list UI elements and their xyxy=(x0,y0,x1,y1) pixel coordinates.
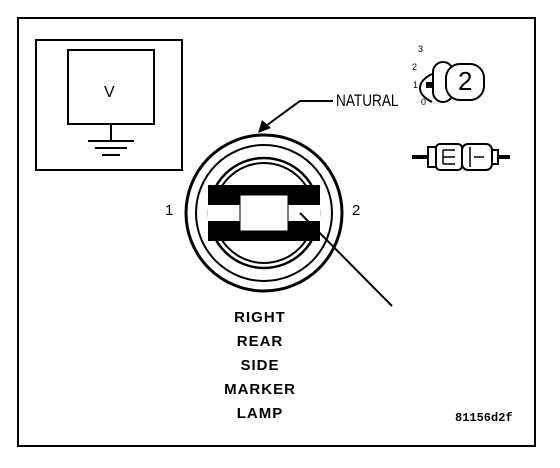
voltmeter-icon xyxy=(35,39,183,171)
inset-scale-mark: 2 xyxy=(412,62,418,72)
connector-inset-icon xyxy=(412,61,510,171)
inset-scale-mark: 0 xyxy=(421,97,427,107)
inset-view-number: 2 xyxy=(458,66,473,96)
component-name-line: MARKER xyxy=(224,381,296,398)
figure-id: 81156d2f xyxy=(455,411,513,425)
pin-2-label: 2 xyxy=(352,202,361,219)
inset-scale-mark: 3 xyxy=(418,44,424,54)
natural-leader-arrow xyxy=(258,100,333,133)
pin-pointer-line xyxy=(299,212,393,307)
connector-face xyxy=(184,133,344,293)
component-name-line: RIGHT xyxy=(234,309,286,326)
voltmeter-label: V xyxy=(104,84,115,101)
component-name: RIGHT REAR SIDE MARKER LAMP xyxy=(190,306,330,426)
component-name-line: LAMP xyxy=(236,405,284,422)
pin-1-label: 1 xyxy=(165,202,174,219)
component-name-line: SIDE xyxy=(240,357,280,374)
inset-scale-mark: 1 xyxy=(413,80,419,90)
connector-color-label: NATURAL xyxy=(336,91,399,110)
figure-border xyxy=(17,17,536,447)
component-name-line: REAR xyxy=(236,333,284,350)
